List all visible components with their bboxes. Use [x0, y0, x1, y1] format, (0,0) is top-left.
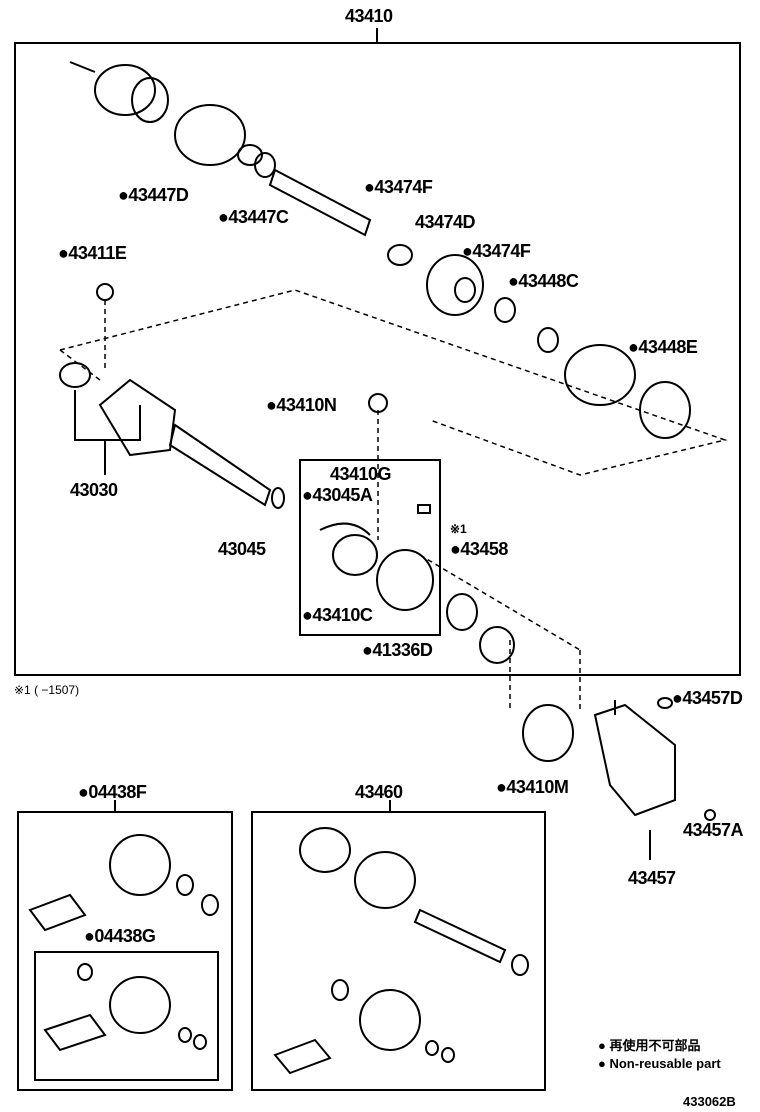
part-label: ●43410M — [496, 777, 569, 797]
part-label: 43457A — [683, 820, 744, 840]
dashed-outline — [59, 289, 728, 476]
part-label: 43410G — [330, 464, 392, 484]
part-label: ●43448E — [628, 337, 698, 357]
footnote: ※1 ( −1507) — [14, 683, 80, 697]
part-label: ●43458 — [450, 539, 508, 559]
note-mark: ※1 — [450, 522, 467, 536]
part-label: ●43045A — [302, 485, 373, 505]
boot-clamps-and-boot — [387, 244, 691, 439]
part-label: ●43457D — [672, 688, 743, 708]
part-label: 43045 — [218, 539, 266, 559]
frame-43460 — [251, 811, 546, 1091]
inboard-joint-shaft — [59, 283, 388, 509]
figure-id: 433062B — [683, 1094, 736, 1109]
part-label: 43474D — [415, 212, 476, 232]
part-label: ●43474F — [462, 241, 531, 261]
part-label: ●04438G — [84, 926, 156, 946]
part-label: 43030 — [70, 480, 118, 500]
part-label: ●41336D — [362, 640, 433, 660]
assembly-label: 43410 — [345, 6, 393, 26]
part-label: ●43448C — [508, 271, 579, 291]
assembly-43460-drawing — [273, 827, 529, 1075]
kit-frame-04438F — [17, 811, 233, 1091]
legend-jp: ● 再使用不可部品 — [598, 1038, 701, 1053]
subassembly-frame-43045 — [299, 459, 441, 636]
part-label: ●43447C — [218, 207, 289, 227]
part-label: 43457 — [628, 868, 676, 888]
kit-frame-04438G — [34, 951, 219, 1081]
part-label: ●43474F — [364, 177, 433, 197]
outboard-joint-shaft — [69, 61, 372, 237]
part-label: ●43447D — [118, 185, 189, 205]
bracket-parts — [319, 504, 716, 860]
part-label: 43460 — [355, 782, 403, 802]
part-label: ●04438F — [78, 782, 147, 802]
part-label: ●43411E — [58, 243, 127, 263]
part-label: ●43410C — [302, 605, 373, 625]
kit-04438F-drawing — [28, 834, 219, 1052]
part-label: ●43410N — [266, 395, 337, 415]
legend-en: ● Non-reusable part — [598, 1056, 721, 1071]
